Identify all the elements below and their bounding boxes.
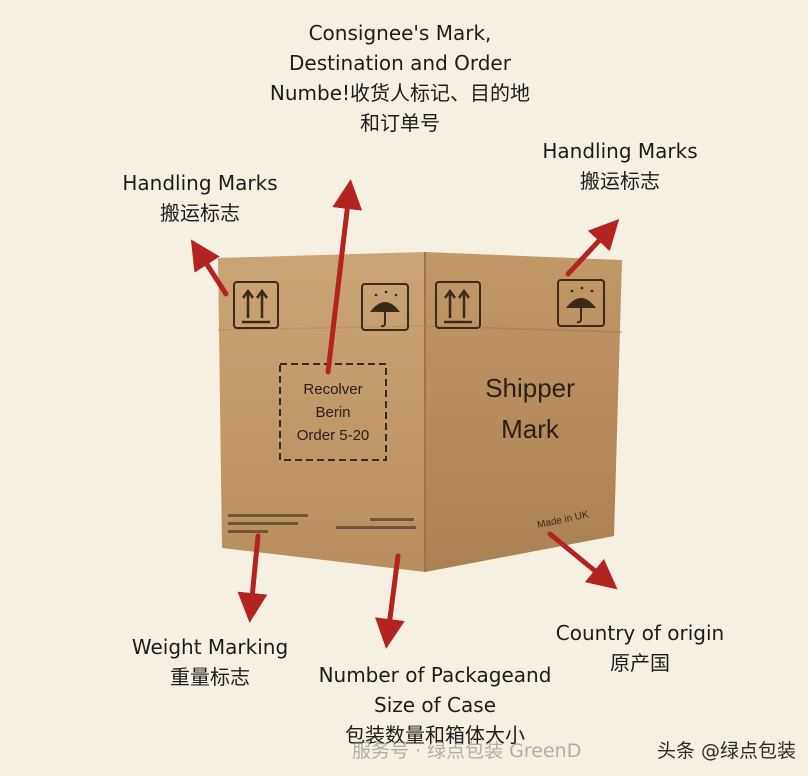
packages-line1: Number of Packageand: [318, 663, 552, 687]
consignee-mark-line2: Berin: [315, 404, 350, 421]
weight-zh: 重量标志: [170, 665, 250, 689]
shipper-mark-line1: Shipper: [485, 373, 575, 403]
consignee-label-line1: Consignee's Mark,: [308, 21, 492, 45]
arrow-weight: [237, 533, 268, 623]
origin-en: Country of origin: [555, 621, 725, 645]
keep-dry-umbrella-icon: [361, 283, 409, 331]
arrow-consignee: [325, 179, 363, 375]
country-of-origin-label: Country of origin 原产国: [520, 618, 760, 678]
cardboard-box: [217, 252, 623, 572]
watermark: 服务号 · 绿点包装 GreenD: [352, 740, 582, 762]
weight-en: Weight Marking: [131, 635, 289, 659]
package-count-label: Number of Packageand Size of Case 包装数量和箱…: [285, 660, 585, 750]
origin-zh: 原产国: [610, 651, 670, 675]
packages-line3: 包装数量和箱体大小: [345, 723, 525, 747]
this-way-up-icon: [435, 281, 481, 329]
packages-line2: Size of Case: [374, 693, 496, 717]
arrows: [190, 179, 620, 649]
weight-marking-label: Weight Marking 重量标志: [100, 632, 320, 692]
handling-right-en: Handling Marks: [542, 139, 698, 163]
consignee-mark-line3: Order 5-20: [297, 427, 370, 444]
handling-marks-right-label: Handling Marks 搬运标志: [510, 136, 730, 196]
consignee-mark-box: Recolver Berin Order 5-20: [279, 363, 387, 461]
consignee-mark-label: Consignee's Mark, Destination and Order …: [230, 18, 570, 138]
consignee-label-line3: Numbe!收货人标记、目的地: [269, 81, 531, 105]
box-side-face: [425, 252, 622, 572]
handling-right-zh: 搬运标志: [580, 169, 660, 193]
handling-marks-left-label: Handling Marks 搬运标志: [90, 168, 310, 228]
consignee-label-line4: 和订单号: [360, 111, 440, 135]
consignee-label-line2: Destination and Order: [289, 51, 511, 75]
box-front-face: [218, 252, 425, 572]
arrow-handling-left: [190, 239, 229, 297]
keep-dry-umbrella-icon: [557, 279, 605, 327]
handling-left-zh: 搬运标志: [160, 201, 240, 225]
handling-left-en: Handling Marks: [122, 171, 278, 195]
credit-text: 头条 @绿点包装: [656, 740, 796, 762]
shipper-mark-line2: Mark: [501, 414, 560, 444]
arrow-handling-right: [565, 219, 620, 277]
arrow-packages: [375, 553, 405, 649]
this-way-up-icon: [233, 281, 279, 329]
arrow-origin: [547, 531, 618, 590]
box-small-print: [228, 514, 416, 533]
consignee-mark-line1: Recolver: [303, 381, 362, 398]
